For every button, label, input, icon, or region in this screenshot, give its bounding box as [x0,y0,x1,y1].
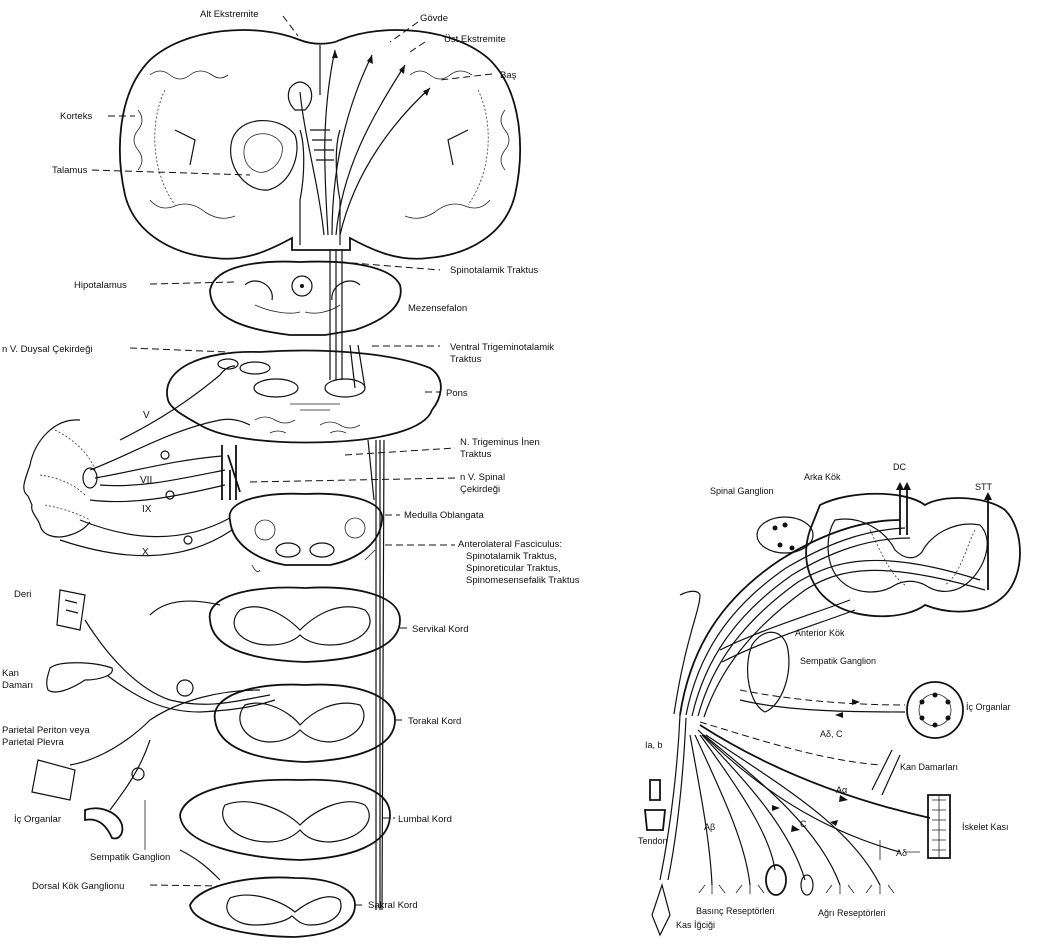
spinal-cord-torakal [215,685,395,762]
label-spinotalamik: Spinotalamik Traktus [450,265,538,276]
label-kan-2: Damarı [2,680,33,691]
label-deri: Deri [14,589,31,600]
label-alt-ekstremite: Alt Ekstremite [200,9,259,20]
spinal-cord-sakral [190,877,355,937]
spinal-cord-servikal [210,587,400,662]
label-ust-ekstremite: Üst Ekstremite [444,34,506,45]
face-outline [24,420,97,537]
label-periton-2: Parietal Plevra [2,737,64,748]
label-hipotalamus: Hipotalamus [74,280,127,291]
spinal-cord-lumbal [180,780,390,860]
label-kan-damarlari: Kan Damarları [900,762,958,772]
label-mezensefalon: Mezensefalon [408,303,467,314]
viscera-ring [907,682,963,738]
label-ia-b: Ia, b [645,740,663,750]
label-servikal: Servikal Kord [412,624,469,635]
label-tendon: Tendon [638,836,668,846]
label-kan-1: Kan [2,668,19,679]
mezensefalon-section [210,250,401,380]
label-ic-organlar-left: İç Organlar [14,814,61,825]
label-ic-organlar-right: İç Organlar [966,702,1011,712]
label-dorsal-kok: Dorsal Kök Ganglionu [32,881,124,892]
label-iskelet-kasi: İskelet Kası [962,822,1009,832]
label-torakal: Torakal Kord [408,716,461,727]
label-bas: Baş [500,70,517,81]
label-spinal-ganglion: Spinal Ganglion [710,486,774,496]
label-trig-inen-1: N. Trigeminus İnen [460,437,540,448]
label-pons: Pons [446,388,468,399]
blood-vessel-icon [47,663,113,692]
label-anterior-kok: Anterior Kök [795,628,845,638]
right-panel: Spinal Ganglion Arka Kök DC STT Anterior… [638,462,1020,935]
label-a-delta: Aδ [896,848,907,858]
medulla-section [222,445,382,572]
viscera-icon [85,808,122,838]
label-spinal-nuc-1: n V. Spinal [460,472,505,483]
label-duysal-cekirdek: n V. Duysal Çekirdeği [2,344,92,355]
label-kas-igcigi: Kas İğciği [676,920,715,930]
label-basinc: Basınç Reseptörleri [696,906,775,916]
label-sakral: Sakral Kord [368,900,418,911]
label-antero-3: Spinoreticular Traktus, [466,563,561,574]
tendon-icon [645,780,665,830]
label-sempatik-left: Sempatik Ganglion [90,852,170,863]
label-c-fiber: C [800,819,807,829]
label-stt: STT [975,482,993,492]
label-antero-2: Spinotalamik Traktus, [466,551,557,562]
sympathetic-ganglion [748,632,789,712]
label-nerve-v: V [143,410,150,421]
skin-icon [57,590,85,630]
label-lumbal: Lumbal Kord [398,814,452,825]
label-nerve-ix: IX [142,504,152,515]
pons-section [167,345,441,442]
label-a-beta: Aβ [704,822,715,832]
brain-coronal-section [120,30,520,259]
label-talamus: Talamus [52,165,88,176]
label-trig-inen-2: Traktus [460,449,492,460]
label-antero-4: Spinomesensefalik Traktus [466,575,580,586]
label-arka-kok: Arka Kök [804,472,841,482]
leader-lines [92,16,492,905]
label-a-alpha: Aα [836,785,847,795]
label-dc: DC [893,462,906,472]
muscle-spindle-icon [652,885,670,935]
label-sempatik-ganglion: Sempatik Ganglion [800,656,876,666]
pacinian-corpuscle-icon [766,865,786,895]
label-nerve-vii: VII [140,475,152,486]
label-govde: Gövde [420,13,448,24]
label-ad-c: Aδ, C [820,729,843,739]
label-periton-1: Parietal Periton veya [2,725,90,736]
blood-vessel-right [872,750,900,795]
left-panel: Alt Ekstremite Gövde Üst Ekstremite Baş … [2,9,580,937]
label-agri: Ağrı Reseptörleri [818,908,886,918]
label-antero-1: Anterolateral Fasciculus: [458,539,562,550]
peritoneum-icon [32,760,75,800]
spinal-ganglion [757,517,813,553]
label-medulla: Medulla Oblangata [404,510,484,521]
label-nerve-x: X [142,547,149,558]
label-ventral-trig-1: Ventral Trigeminotalamik [450,342,554,353]
label-korteks: Korteks [60,111,92,122]
label-spinal-nuc-2: Çekirdeği [460,484,500,495]
label-ventral-trig-2: Traktus [450,354,482,365]
